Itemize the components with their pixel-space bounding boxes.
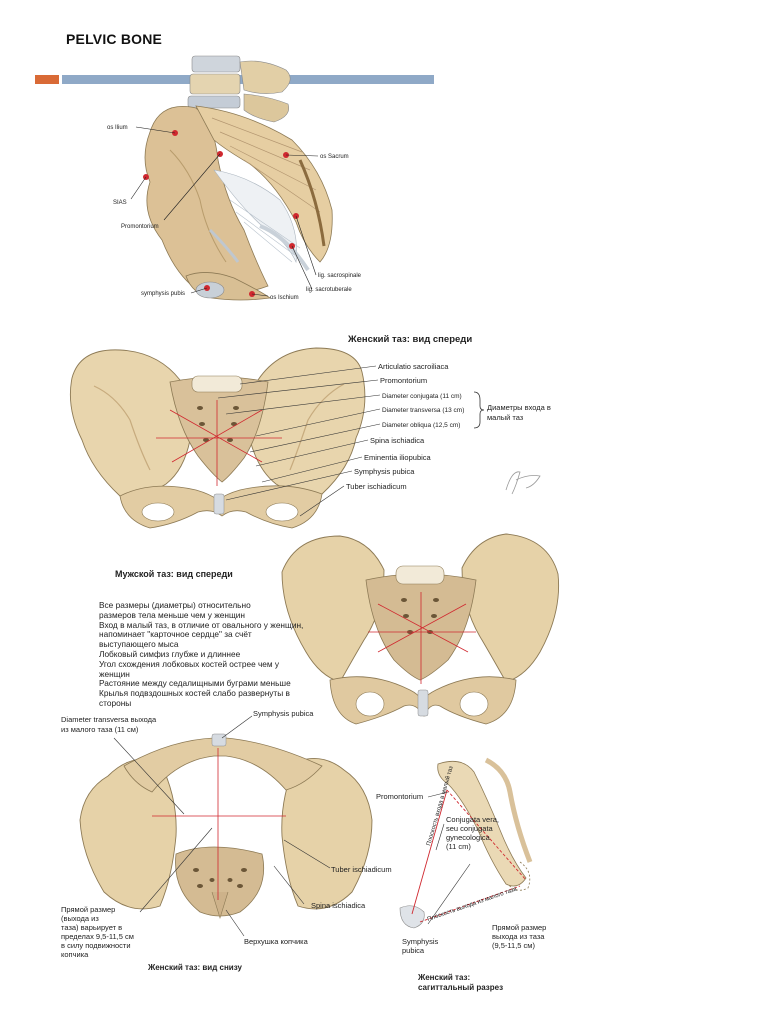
caption-male-front: Мужской таз: вид спереди bbox=[115, 569, 233, 579]
male-pelvis-notes: Все размеры (диаметры) относительно разм… bbox=[99, 600, 329, 709]
artist-signature bbox=[505, 471, 541, 495]
label-lig-sacrotuberale: lig. sacrotuberale bbox=[306, 287, 352, 293]
note-line: женщин bbox=[99, 668, 130, 679]
label-outlet-transversa-1: Diameter transversa выхода bbox=[61, 715, 157, 724]
note-line: напоминает "карточное сердце" за счёт bbox=[99, 629, 252, 640]
label-spina-ischiadica-1: Spina ischiadica bbox=[370, 436, 425, 445]
note-line: Растояние между седалищными буграми мень… bbox=[99, 678, 291, 689]
orange-accent-bar bbox=[35, 75, 59, 84]
note-line: выступающего мыса bbox=[99, 639, 179, 650]
label-sias: SIAS bbox=[113, 200, 127, 206]
figure-3-male-pelvis-front: Мужской таз: вид спереди bbox=[115, 533, 560, 725]
label-inlet-diameters-1: Диаметры входа в bbox=[487, 403, 551, 412]
label-symphysis-pubica-3a: Symphysis bbox=[402, 937, 439, 946]
label-conjugata-vera-1: Conjugata vera, bbox=[446, 815, 499, 824]
label-outlet-direct-4: пределах 9,5-11,5 см bbox=[61, 932, 134, 941]
label-outlet-direct-size-3: (9,5-11,5 см) bbox=[492, 941, 535, 950]
figure-4-female-pelvis-below: Diameter transversa выхода из малого таз… bbox=[61, 709, 392, 972]
page-title: PELVIC BONE bbox=[66, 31, 163, 47]
label-conjugata-vera-2: seu conjugata bbox=[446, 824, 494, 833]
note-line: размеров тела меньше чем у женщин bbox=[99, 609, 245, 620]
label-inlet-diameters-2: малый таз bbox=[487, 413, 524, 422]
label-os-ilium: os Ilium bbox=[107, 125, 128, 131]
label-diameter-conjugata: Diameter conjugata (11 cm) bbox=[382, 393, 462, 400]
label-os-sacrum: os Sacrum bbox=[320, 154, 349, 160]
figure-5-sagittal-section: Promontorium Conjugata vera, seu conjuga… bbox=[376, 757, 546, 992]
note-line: Угол схождения лобковых костей острее че… bbox=[99, 658, 280, 669]
label-diameter-transversa: Diameter transversa (13 cm) bbox=[382, 407, 464, 414]
caption-sagittal-1: Женский таз: bbox=[417, 973, 470, 982]
label-promontorium-2: Promontorium bbox=[380, 376, 427, 385]
label-outlet-direct-2: (выхода из bbox=[61, 914, 99, 923]
note-line: стороны bbox=[99, 697, 132, 708]
label-promontorium-3: Promontorium bbox=[376, 792, 423, 801]
label-diameter-obliqua: Diameter obliqua (12,5 cm) bbox=[382, 422, 460, 429]
diameter-group-brace bbox=[473, 391, 485, 429]
note-line: Крылья подвздошных костей слабо разверну… bbox=[99, 688, 290, 699]
label-symphysis-pubica-1: Symphysis pubica bbox=[354, 467, 415, 476]
label-spina-ischiadica-2: Spina ischiadica bbox=[311, 901, 366, 910]
label-outlet-direct-size-1: Прямой размер bbox=[492, 923, 546, 932]
note-line: Лобковый симфиз глубже и длиннее bbox=[99, 648, 241, 659]
label-symphysis-pubis: symphysis pubis bbox=[141, 291, 185, 297]
label-lig-sacrospinale: lig. sacrospinale bbox=[318, 273, 362, 279]
label-outlet-direct-5: в силу подвижности bbox=[61, 941, 131, 950]
label-conjugata-vera-3: gynecologica bbox=[446, 833, 491, 842]
label-tuber-ischiadicum-1: Tuber ischiadicum bbox=[346, 482, 407, 491]
note-line: Вход в малый таз, в отличие от овального… bbox=[99, 619, 304, 630]
note-line: Все размеры (диаметры) относительно bbox=[99, 600, 251, 610]
figure-2-female-pelvis-front: Женский таз: вид спереди bbox=[69, 334, 551, 529]
label-outlet-direct-1: Прямой размер bbox=[61, 905, 115, 914]
label-outlet-direct-6: копчика bbox=[61, 950, 89, 959]
label-outlet-direct-size-2: выхода из таза bbox=[492, 932, 545, 941]
label-conjugata-vera-4: (11 cm) bbox=[446, 842, 471, 851]
label-eminentia-iliopubica: Eminentia iliopubica bbox=[364, 453, 432, 462]
label-coccyx-apex: Верхушка копчика bbox=[244, 937, 309, 946]
caption-sagittal-2: сагиттальный разрез bbox=[418, 983, 503, 992]
label-symphysis-pubica-2: Symphysis pubica bbox=[253, 709, 314, 718]
label-outlet-plane: Плоскость выхода из малого таза bbox=[427, 886, 519, 923]
caption-female-front: Женский таз: вид спереди bbox=[347, 334, 472, 345]
figure-1-lateral-pelvis: os Ilium SIAS Promontorium symphysis pub… bbox=[107, 55, 362, 301]
label-outlet-direct-3: таза) варьирует в bbox=[61, 923, 122, 932]
label-tuber-ischiadicum-2: Tuber ischiadicum bbox=[331, 865, 392, 874]
label-outlet-transversa-2: из малого таза (11 см) bbox=[61, 725, 139, 734]
caption-female-below: Женский таз: вид снизу bbox=[147, 963, 242, 972]
label-os-ischium: os Ischium bbox=[270, 295, 299, 301]
label-promontorium-1: Promontorium bbox=[121, 224, 159, 230]
label-symphysis-pubica-3b: pubica bbox=[402, 946, 425, 955]
label-articulatio-sacroiliaca: Articulatio sacroiliaca bbox=[378, 362, 449, 371]
